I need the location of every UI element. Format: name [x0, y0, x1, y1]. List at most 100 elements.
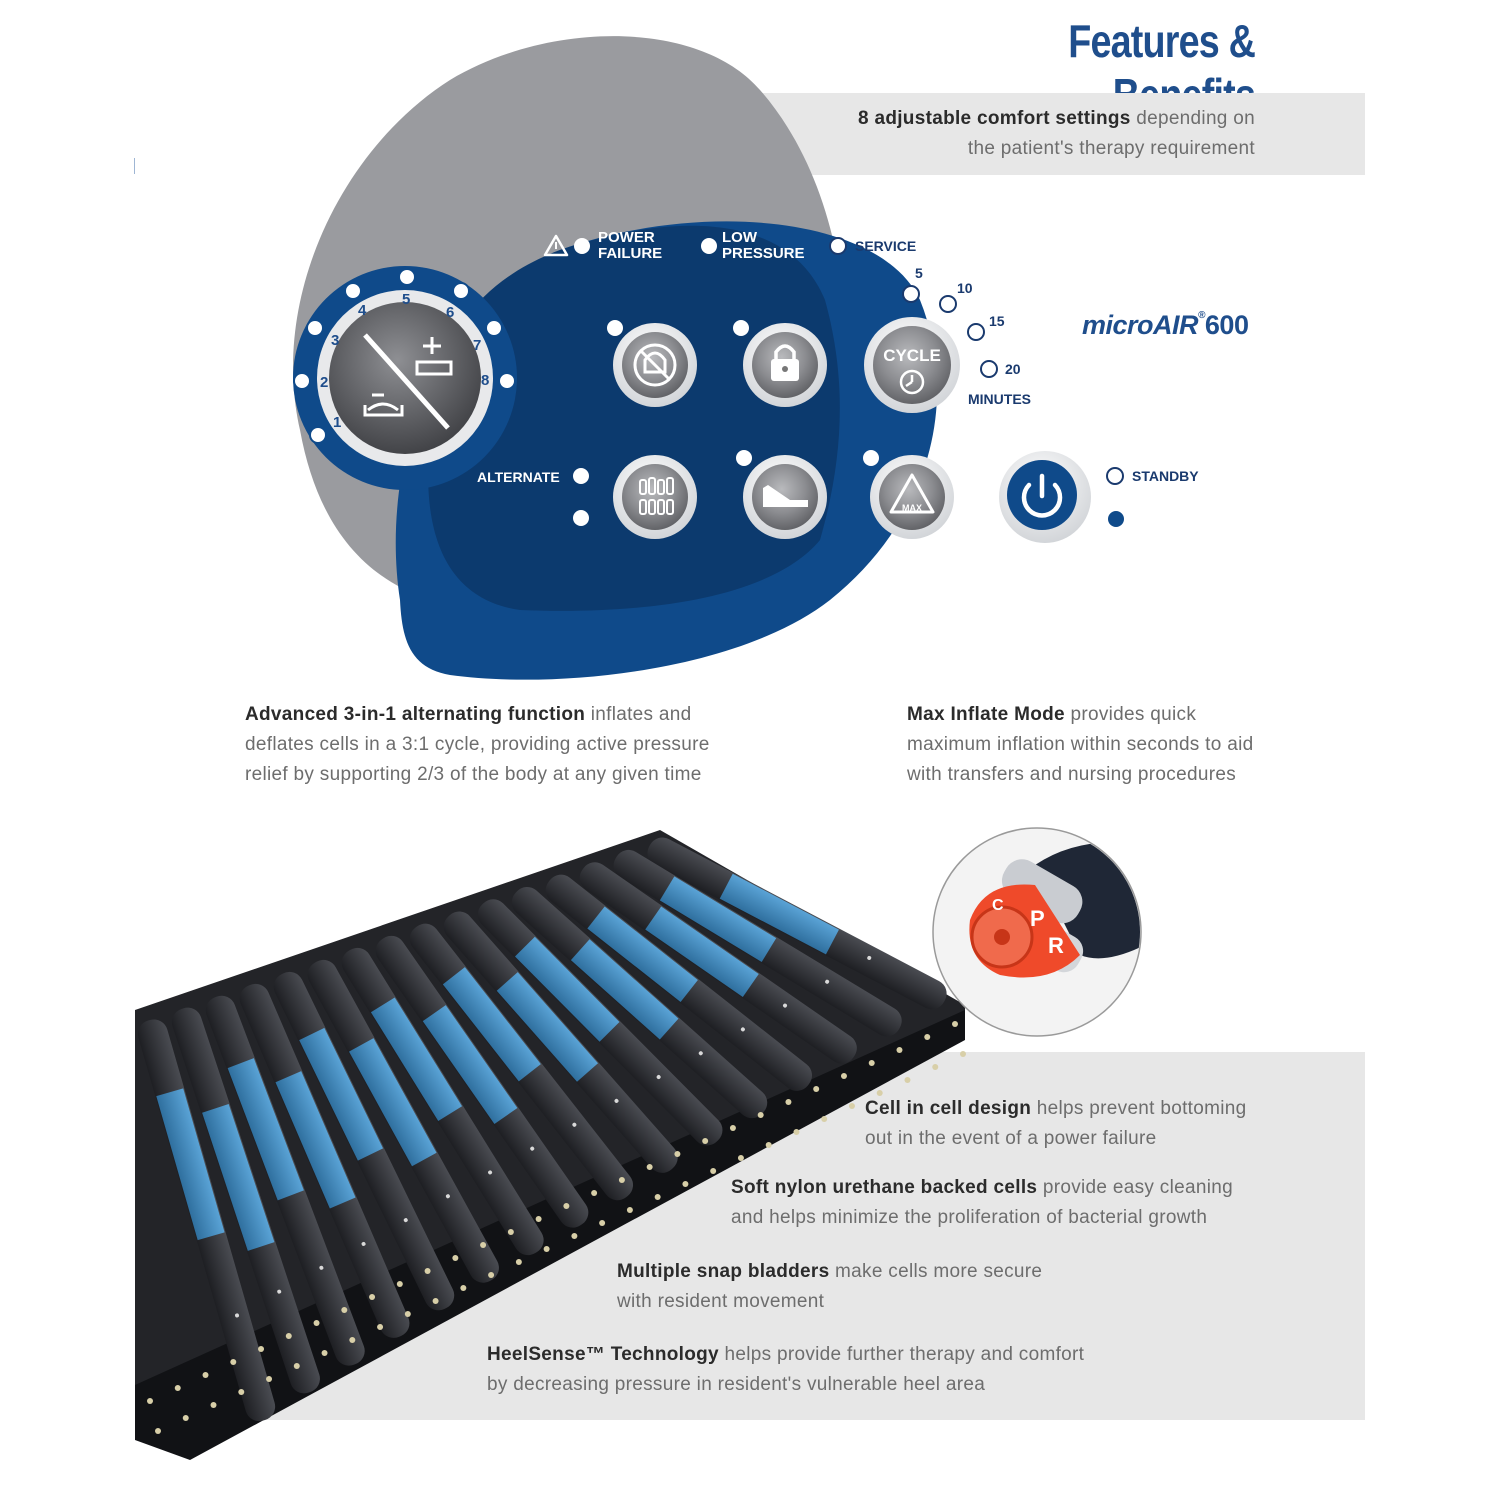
strap-snap: [737, 1155, 744, 1161]
air-cell: [205, 995, 365, 1366]
strap-snap: [813, 1086, 820, 1092]
mattress-cells: [137, 837, 947, 1422]
strap-snap: [377, 1324, 384, 1330]
outline-leds: [829, 237, 1124, 485]
feature-cell-in-cell-line2: out in the event of a power failure: [865, 1128, 1157, 1149]
strap-snap: [210, 1402, 217, 1408]
strap-snap: [682, 1181, 689, 1187]
strap-snap: [626, 1207, 633, 1213]
strap-snap: [729, 1125, 736, 1131]
head-of-bed-icon: [763, 485, 808, 507]
strap-snap: [757, 1112, 764, 1118]
brand-logo: microAIR®600: [1082, 310, 1249, 341]
cycle-label: CYCLE: [883, 346, 941, 365]
cycle-button[interactable]: [873, 326, 951, 404]
feature-alternating: Advanced 3-in-1 alternating function inf…: [245, 700, 845, 790]
dial-number-2: 2: [320, 374, 329, 391]
air-cell-valve: [277, 1289, 282, 1294]
air-cell: [647, 837, 947, 1010]
cpr-tube: [1001, 859, 1083, 924]
strap-snap: [702, 1138, 709, 1144]
air-cell-blue-sleeve: [442, 967, 541, 1082]
feature-heelsense: HeelSense™ Technology helps provide furt…: [487, 1340, 1187, 1400]
dial-number-6: 6: [446, 304, 455, 321]
feature-max-inflate-line2: maximum inflation within seconds to aid: [907, 734, 1254, 755]
air-cell: [341, 947, 544, 1256]
air-cell-valve: [740, 1027, 745, 1032]
power-failure-line2: FAILURE: [598, 245, 663, 262]
page-marker: [134, 158, 135, 174]
air-cell-blue-sleeve: [349, 1038, 437, 1167]
air-cell: [171, 1007, 320, 1394]
mattress-image: [135, 830, 966, 1460]
cpr-valve-center: [994, 929, 1010, 945]
max-label: MAX: [902, 503, 922, 513]
air-cell-blue-sleeve: [370, 997, 463, 1121]
cpr-hose-cover: [1035, 842, 1140, 959]
air-cell-valve: [656, 1075, 661, 1080]
feature-comfort-line2: the patient's therapy requirement: [967, 138, 1255, 159]
strap-snap: [396, 1281, 403, 1287]
air-cell-valve: [361, 1241, 366, 1246]
air-cell-blue-sleeve: [156, 1088, 225, 1241]
air-cell: [579, 862, 857, 1064]
feature-max-inflate-line1: provides quick: [1064, 704, 1197, 725]
air-cell: [137, 1019, 276, 1422]
low-pressure-line1: LOW: [722, 229, 757, 246]
air-cell: [545, 874, 813, 1091]
strap-snap: [480, 1242, 487, 1248]
air-cell: [613, 849, 902, 1037]
air-cell-valve: [825, 979, 830, 984]
air-cell: [273, 971, 455, 1311]
brand-name: microAIR: [1082, 310, 1199, 340]
air-cell: [477, 899, 723, 1146]
strap-snap: [230, 1359, 237, 1365]
dial-number-8: 8: [481, 372, 490, 389]
strap-snap: [258, 1346, 265, 1352]
cpr-letter-c: C: [992, 897, 1004, 914]
air-cell-blue-sleeve: [299, 1027, 384, 1161]
alternate-label: ALTERNATE: [477, 469, 560, 485]
feature-max-inflate: Max Inflate Mode provides quick maximum …: [907, 700, 1347, 790]
cpr-letter-p: P: [1030, 906, 1045, 931]
strap-snap: [924, 1034, 931, 1040]
dial-slash: [363, 333, 450, 430]
alternate-button[interactable]: [622, 464, 688, 530]
cpr-inset: C P R: [932, 827, 1142, 1037]
air-cell-blue-sleeve: [275, 1071, 356, 1209]
strap-snap: [369, 1294, 376, 1300]
air-cell: [239, 983, 410, 1338]
timer-icon: [899, 369, 925, 395]
strap-snap: [710, 1168, 717, 1174]
air-cell-blue-sleeve: [645, 906, 759, 998]
brand-model: 600: [1204, 310, 1249, 340]
air-cell-blue-sleeve: [659, 876, 777, 963]
status-leds: [573, 238, 879, 526]
strap-snap: [674, 1151, 681, 1157]
strap-snap: [313, 1320, 320, 1326]
air-cell: [511, 886, 768, 1119]
strap-snap: [563, 1203, 570, 1209]
strap-snap: [460, 1285, 467, 1291]
feature-alternating-line2: deflates cells in a 3:1 cycle, providing…: [245, 734, 710, 755]
strap-snap: [174, 1385, 181, 1391]
strap-snap: [960, 1051, 966, 1057]
feature-cell-in-cell-bold: Cell in cell design: [865, 1098, 1032, 1119]
standby-led-on: [1108, 511, 1124, 527]
power-failure-line1: POWER: [598, 229, 655, 246]
control-panel: [293, 36, 1124, 680]
minutes-option-20: 20: [1005, 361, 1021, 377]
strap-snap: [896, 1047, 903, 1053]
air-cell: [409, 923, 634, 1201]
air-cell-blue-sleeve: [514, 936, 620, 1042]
feature-nylon-bold: Soft nylon urethane backed cells: [731, 1177, 1038, 1198]
strap-snap: [349, 1337, 356, 1343]
strap-snap: [293, 1363, 300, 1369]
strap-snap: [765, 1142, 772, 1148]
service-label: SERVICE: [855, 238, 917, 254]
strap-snap: [868, 1060, 875, 1066]
strap-snap: [147, 1398, 153, 1404]
air-cell-valve: [698, 1051, 703, 1056]
strap-snap: [341, 1307, 348, 1313]
